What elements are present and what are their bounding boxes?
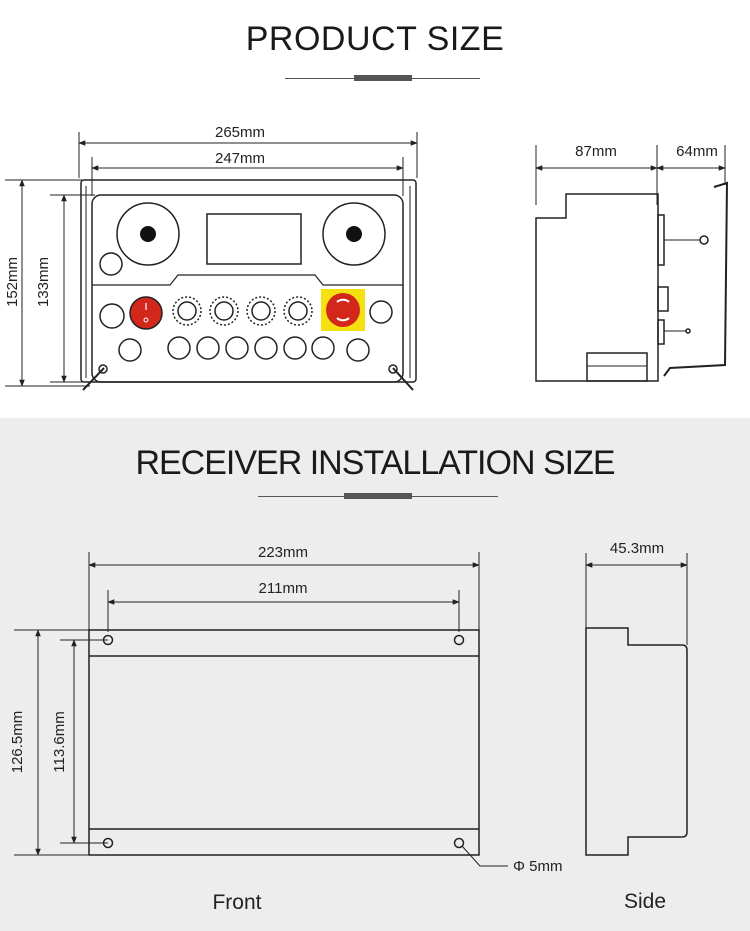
hole-callout-line: [461, 845, 508, 867]
display-window: [206, 213, 302, 265]
width-inner-label: 247mm: [215, 150, 265, 167]
rotary-dial: [209, 296, 239, 326]
aux-button: [369, 300, 393, 324]
function-button: [225, 336, 249, 360]
title-underline-accent: [354, 75, 412, 81]
left-joystick: [116, 202, 180, 266]
height-holes-label: 113.6mm: [51, 711, 68, 772]
receiver-installation-title: RECEIVER INSTALLATION SIZE: [135, 444, 615, 482]
product-front-view: [5, 132, 418, 391]
receiver-body: [88, 629, 480, 856]
receiver-installation-section: [0, 418, 750, 931]
function-button: [196, 336, 220, 360]
width-overall-label: 223mm: [258, 544, 308, 561]
mounting-hole: [102, 634, 114, 646]
width-holes-label: 211mm: [259, 580, 308, 597]
receiver-side-view: [585, 553, 688, 856]
side-bracket: [663, 181, 729, 377]
rotary-dial: [246, 296, 276, 326]
product-side-view: [535, 145, 729, 382]
hole-diameter-label: Φ 5mm: [513, 858, 562, 875]
side-housing: [535, 193, 659, 382]
depth-label: 45.3mm: [610, 540, 664, 557]
depth-bracket-label: 64mm: [676, 143, 718, 160]
stop-button: [129, 296, 163, 330]
mounting-hole: [102, 837, 114, 849]
rotary-dial: [172, 296, 202, 326]
product-size-section: [0, 0, 750, 418]
housing: [91, 194, 404, 383]
width-overall-label: 265mm: [215, 124, 265, 141]
product-size-title: PRODUCT SIZE: [245, 20, 505, 58]
function-button: [118, 338, 142, 362]
height-overall-label: 152mm: [4, 257, 21, 307]
mounting-hole: [453, 837, 465, 849]
function-button: [167, 336, 191, 360]
receiver-front-view: [14, 552, 508, 867]
mounting-screw: [388, 364, 398, 374]
emergency-stop-button: [326, 293, 360, 327]
function-button: [311, 336, 335, 360]
function-button: [283, 336, 307, 360]
height-inner-label: 133mm: [35, 257, 52, 307]
battery-slot: [586, 352, 648, 382]
height-overall-label: 126.5mm: [9, 711, 26, 774]
rotary-dial: [283, 296, 313, 326]
aux-button: [99, 303, 125, 329]
title-underline-accent: [344, 493, 412, 499]
depth-body-label: 87mm: [575, 143, 617, 160]
mounting-frame: [80, 179, 417, 383]
right-joystick: [322, 202, 386, 266]
side-caption: Side: [624, 890, 666, 913]
function-button: [254, 336, 278, 360]
receiver-side-body: [585, 627, 688, 856]
mounting-hole: [453, 634, 465, 646]
aux-button: [99, 252, 123, 276]
front-caption: Front: [212, 891, 261, 914]
function-button: [346, 338, 370, 362]
mounting-screw: [98, 364, 108, 374]
